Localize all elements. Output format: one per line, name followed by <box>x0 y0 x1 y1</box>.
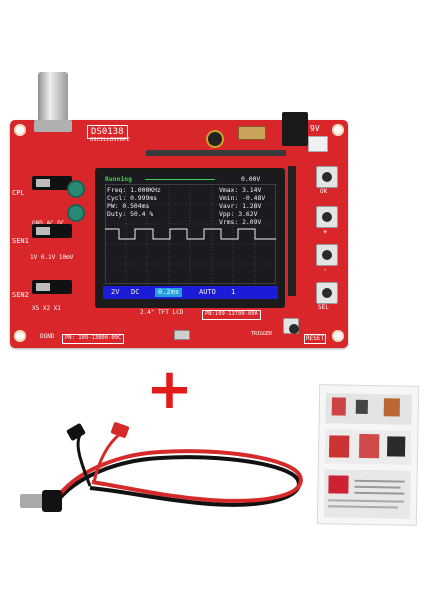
capacitor <box>206 130 224 148</box>
readout-duty: Duty: 50.4 % <box>107 210 154 218</box>
sensitivity2-switch[interactable] <box>32 280 72 294</box>
minus-button[interactable] <box>316 244 338 266</box>
plus-button[interactable] <box>316 206 338 228</box>
ok-button[interactable] <box>316 166 338 188</box>
mount-hole <box>14 124 26 136</box>
status-text: Running <box>105 175 132 183</box>
readout-cycle: Cycl: 0.999ms <box>107 194 158 202</box>
instruction-sheet <box>316 384 420 526</box>
probe-cable <box>20 422 303 512</box>
coupling-options: GND AC DC <box>32 221 65 227</box>
reset-label: RESET <box>304 334 327 344</box>
readout-vpp: Vpp: 3.62V <box>219 210 258 218</box>
reset-button[interactable] <box>283 318 299 334</box>
coupling-mode: DC <box>131 288 140 296</box>
lcd-size-label: 2.4" TFT LCD <box>140 309 184 316</box>
mount-hole <box>14 330 26 342</box>
trigger-level: 0.00V <box>241 175 261 183</box>
volt-div: 2V <box>111 288 120 296</box>
lcd-module: Running 0.00V <box>95 168 285 308</box>
lcd-bottom-bar: 2V DC 0.2ms AUTO 1 <box>103 286 278 299</box>
readout-vmin: Vmin: -0.48V <box>219 194 266 202</box>
readout-freq: Freq: 1.000KHz <box>107 186 161 194</box>
readout-vavr: Vavr: 1.28V <box>219 202 262 210</box>
trigger-mode: AUTO <box>199 288 216 296</box>
trim-pot[interactable] <box>67 204 85 222</box>
resistor <box>238 126 266 140</box>
sen2-label: SEN2 <box>12 291 29 299</box>
mount-hole <box>332 330 344 342</box>
sheet-photo <box>328 435 350 458</box>
sheet-photo <box>383 398 400 417</box>
sheet-photo <box>355 399 368 414</box>
lcd-part-number: PN:109-13700-00A <box>202 310 261 320</box>
pin-header-top <box>146 150 286 156</box>
mount-hole <box>332 124 344 136</box>
sheet-photo <box>331 397 346 416</box>
readout-vrms: Vrms: 2.09V <box>219 218 262 226</box>
sensitivity1-switch[interactable] <box>32 224 72 238</box>
sen1-options: 1V 0.1V 10mV <box>30 254 74 261</box>
sheet-photo <box>358 433 380 459</box>
usb-port <box>174 330 190 340</box>
bnc-base <box>34 120 72 132</box>
sheet-photo <box>328 475 349 494</box>
ok-button-label: OK <box>320 188 328 195</box>
cpl-label: CPL <box>12 189 25 197</box>
power-jack <box>282 112 308 146</box>
oscilloscope-board: DS0138 OSCILLOSCOPE 9V CPL GND AC DC SEN… <box>10 112 348 348</box>
power-label: 9V <box>310 124 320 133</box>
dgnd-label: DGND <box>40 333 55 340</box>
readout-vmax: Vmax: 3.14V <box>219 186 262 194</box>
sen2-options: X5 X2 X1 <box>32 305 61 312</box>
pin-header-side <box>288 166 296 296</box>
board-subtitle: OSCILLOSCOPE <box>90 137 130 143</box>
trim-pot[interactable] <box>67 180 85 198</box>
waveform-graph <box>105 184 276 284</box>
readout-pulse-width: PW: 0.504ms <box>107 202 150 210</box>
plus-sign: + <box>146 357 193 422</box>
power-connector <box>308 136 328 152</box>
board-model-label: DS0138 <box>87 125 128 139</box>
trigger-label: TRIGGER <box>251 331 273 337</box>
sheet-photo <box>386 436 406 457</box>
select-button-label: SEL <box>318 304 329 311</box>
minus-button-label: - <box>323 266 328 274</box>
coupling-switch[interactable] <box>32 176 72 190</box>
trigger-line <box>145 179 215 180</box>
plus-button-label: + <box>323 228 328 236</box>
lcd-screen: Running 0.00V <box>103 174 278 299</box>
board-part-number: PN: 109-13800-00C <box>62 334 125 344</box>
time-div: 0.2ms <box>155 288 183 297</box>
sen1-label: SEN1 <box>12 237 29 245</box>
select-button[interactable] <box>316 282 338 304</box>
trigger-edge: 1 <box>231 288 236 296</box>
